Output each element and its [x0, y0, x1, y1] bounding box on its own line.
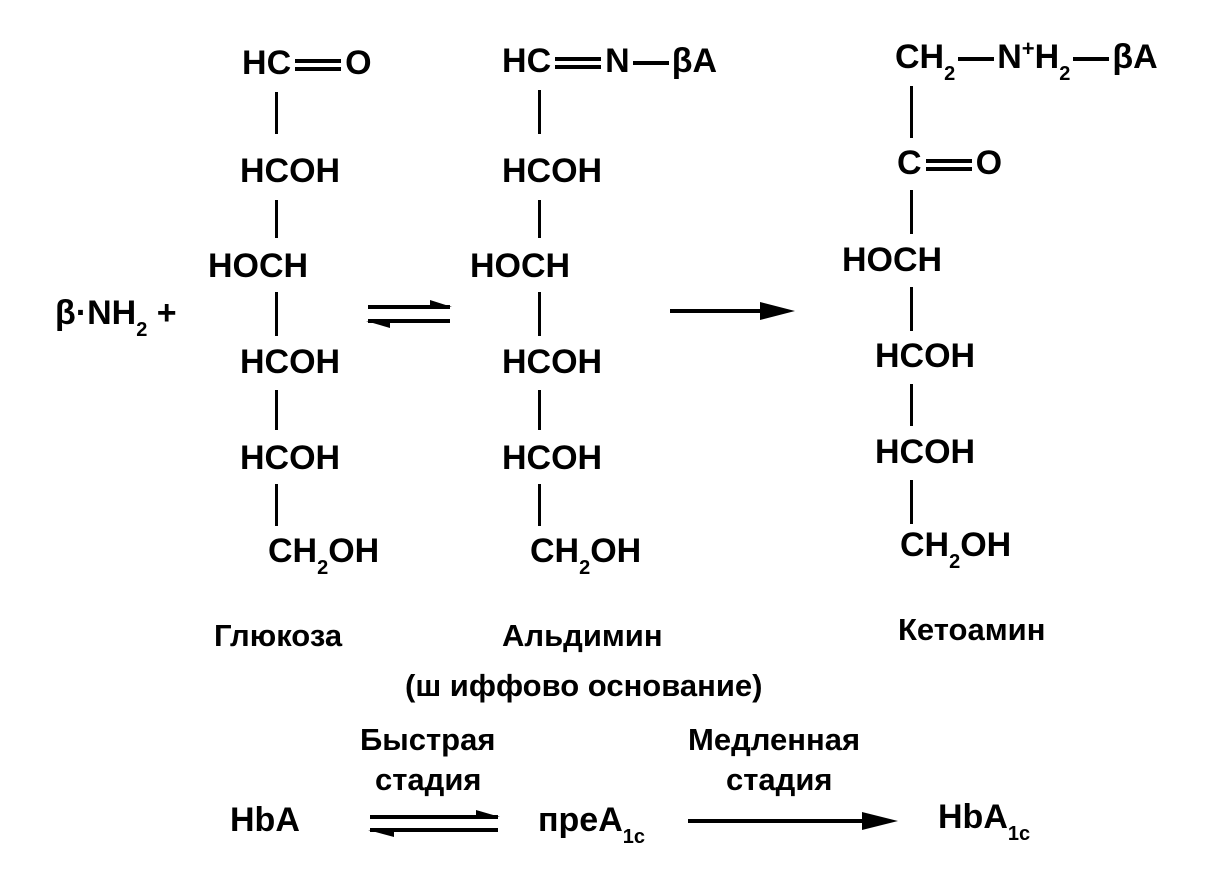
glucose-row-1: HCOH: [240, 152, 341, 190]
glucose-ch2oh: CH2OH: [268, 532, 380, 579]
equilibrium-arrow-2: [368, 810, 500, 837]
hba1c-label: HbA1c: [938, 798, 1031, 845]
aldimine-row-4: HCOH: [502, 439, 603, 477]
reactant-beta-amine: β·NH2 +: [55, 294, 177, 341]
equilibrium-arrow-1: [366, 300, 452, 328]
aldimine-sublabel: (ш иффово основание): [405, 668, 763, 703]
fast-stage-line1: Быстрая: [360, 722, 496, 757]
glucose-row-3: HCOH: [240, 343, 341, 381]
prea1c-label: преA1c: [538, 801, 646, 848]
glucose-row-4: HCOH: [240, 439, 341, 477]
aldimine-row-3: HCOH: [502, 343, 603, 381]
aldimine-row-2: HOCH: [470, 247, 571, 285]
ketoamine-row-1: HOCH: [842, 241, 943, 279]
hba-label: HbA: [230, 801, 300, 839]
forward-arrow-2: [688, 812, 898, 830]
slow-stage-line2: стадия: [726, 762, 833, 797]
forward-arrow-1: [670, 302, 795, 320]
ketoamine-ch2oh: CH2OH: [900, 526, 1012, 573]
glucose-label: Глюкоза: [214, 618, 343, 653]
slow-stage-line1: Медленная: [688, 722, 861, 757]
aldimine-row-1: HCOH: [502, 152, 603, 190]
fast-stage-line2: стадия: [375, 762, 482, 797]
aldimine-ch2oh: CH2OH: [530, 532, 642, 579]
ketoamine-row-2: HCOH: [875, 337, 976, 375]
ketoamine-label: Кетоамин: [898, 612, 1046, 647]
glucose-row-2: HOCH: [208, 247, 309, 285]
ketoamine-row-3: HCOH: [875, 433, 976, 471]
aldimine-label: Альдимин: [502, 618, 663, 653]
